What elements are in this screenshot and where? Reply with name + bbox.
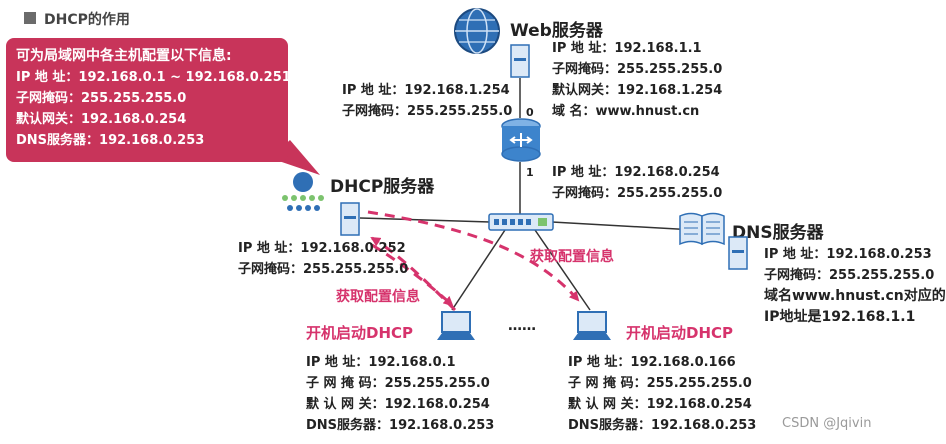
- dashed-arrow-left-request: [370, 236, 457, 312]
- dns-server-icon: [728, 236, 748, 270]
- dns-book-icon: [679, 212, 725, 246]
- bubble-line: DNS服务器：192.168.0.253: [16, 133, 205, 148]
- bubble-line: 子网掩码：255.255.255.0: [16, 91, 187, 106]
- arrow-label-get-config: 获取配置信息: [530, 249, 614, 265]
- web-server-icon: [510, 44, 530, 78]
- router-port-1: 1: [526, 166, 534, 179]
- link-switch-host-right: [534, 229, 591, 311]
- dhcp-server-label: DHCP服务器: [330, 177, 435, 197]
- laptop-icon: [573, 311, 611, 340]
- arrow-label-get-config: 获取配置信息: [336, 289, 420, 305]
- more-hosts-ellipsis: ……: [508, 318, 536, 334]
- switch-icon: [488, 213, 554, 231]
- title-marker: [24, 12, 36, 24]
- dns-server-info: IP 地 址：192.168.0.253 子网掩码：255.255.255.0 …: [764, 247, 946, 325]
- web-server-label: Web服务器: [510, 21, 603, 41]
- globe-icon: [454, 8, 500, 54]
- host-right-action: 开机启动DHCP: [626, 324, 734, 342]
- web-server-info: IP 地 址：192.168.1.1 子网掩码：255.255.255.0 默认…: [552, 41, 723, 119]
- host-right-info: IP 地 址：192.168.0.166 子 网 掩 码：255.255.255…: [568, 355, 757, 433]
- router-upper-info: IP 地 址：192.168.1.254 子网掩码：255.255.255.0: [342, 83, 513, 119]
- dashed-arrow-left-reply: [371, 243, 454, 307]
- dhcp-server-info: IP 地 址：192.168.0.252 子网掩码：255.255.255.0: [238, 241, 409, 277]
- link-switch-dns: [551, 221, 696, 231]
- watermark: CSDN @Jqivin: [782, 416, 872, 431]
- link-dhcp-switch: [359, 217, 491, 223]
- laptop-icon: [437, 311, 475, 340]
- dashed-arrow-right-reply: [367, 210, 580, 302]
- host-left-info: IP 地 址：192.168.0.1 子 网 掩 码：255.255.255.0…: [306, 355, 495, 433]
- page-title: DHCP的作用: [44, 12, 130, 28]
- router-port-0: 0: [526, 106, 534, 119]
- bubble-line: 默认网关：192.168.0.254: [16, 112, 187, 127]
- link-switch-host-left: [451, 229, 506, 311]
- host-left-action: 开机启动DHCP: [306, 324, 414, 342]
- dhcp-info-bubble: 可为局域网中各主机配置以下信息: IP 地 址：192.168.0.1 ~ 19…: [6, 38, 291, 162]
- dhcp-server-icon: [340, 202, 360, 236]
- router-icon: [501, 118, 541, 162]
- router-lower-info: IP 地 址：192.168.0.254 子网掩码：255.255.255.0: [552, 165, 723, 201]
- dns-server-label: DNS服务器: [732, 223, 824, 243]
- dhcp-server-pool-icon: [282, 172, 324, 211]
- bubble-line: IP 地 址：192.168.0.1 ~ 192.168.0.251: [16, 70, 291, 85]
- bubble-heading: 可为局域网中各主机配置以下信息:: [16, 48, 232, 64]
